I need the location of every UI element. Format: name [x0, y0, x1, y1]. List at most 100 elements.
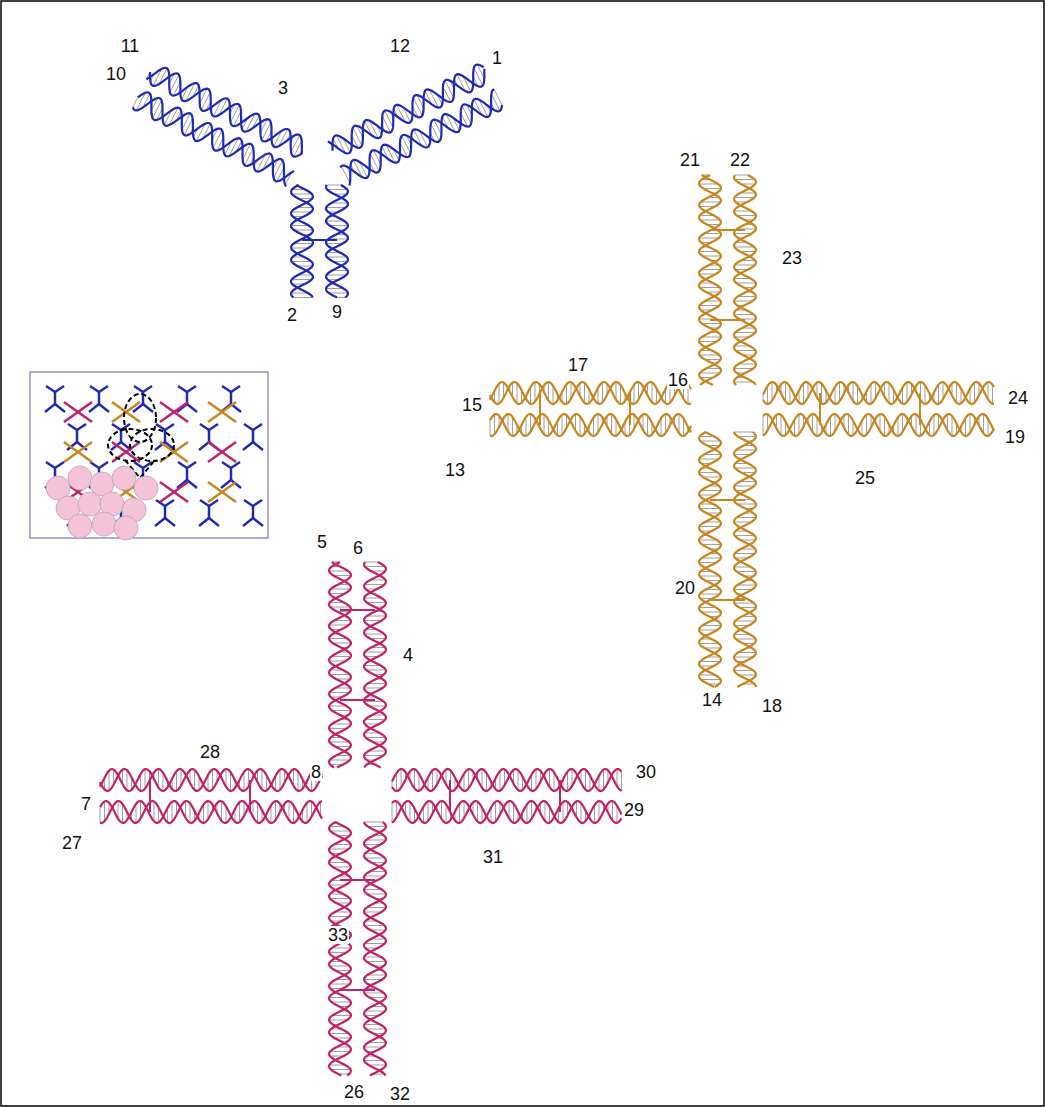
lattice-line: [208, 402, 236, 422]
lattice-line: [186, 468, 189, 480]
dna-strand: [329, 562, 351, 768]
lattice-line: [253, 442, 263, 450]
lattice-line: [208, 442, 236, 462]
callout-number: 2: [286, 306, 298, 324]
lattice-line: [164, 430, 167, 442]
crossover: [149, 780, 151, 812]
lattice-line: [156, 424, 165, 430]
dna-strand: [138, 92, 294, 181]
dna-strand: [699, 175, 721, 385]
lattice-line: [252, 506, 255, 518]
lattice-line: [222, 462, 231, 468]
callout-number: 31: [482, 848, 504, 866]
callout-number: 4: [402, 646, 414, 664]
callout-number: 32: [389, 1085, 411, 1103]
lattice-line: [64, 442, 92, 462]
callout-number: 21: [679, 151, 701, 169]
lattice-line: [209, 518, 219, 526]
crossover: [629, 393, 631, 425]
packing-circle: [114, 516, 138, 540]
crossover: [249, 780, 251, 812]
lattice-line: [77, 424, 86, 430]
lattice-line: [253, 518, 263, 526]
dna-strand: [364, 562, 386, 768]
callout-number: 23: [781, 249, 803, 267]
lattice-line: [165, 518, 175, 526]
callout-number: 26: [343, 1083, 365, 1101]
dna-strand: [763, 382, 994, 404]
crossover: [539, 393, 541, 425]
lattice-line: [46, 386, 55, 392]
crossover: [819, 393, 821, 425]
callout-number: 18: [761, 697, 783, 715]
lattice-line: [112, 442, 140, 462]
callout-number: 22: [729, 151, 751, 169]
packing-circle: [68, 466, 92, 490]
callout-number: 16: [667, 371, 689, 389]
dna-strand: [329, 822, 351, 1076]
crossover: [302, 239, 337, 241]
crossover: [340, 879, 375, 881]
crossover: [710, 229, 745, 231]
inset-frame: [30, 372, 268, 538]
callout-number: 9: [331, 303, 343, 321]
dna-strand: [734, 175, 756, 385]
lattice-line: [199, 442, 209, 450]
lattice-line: [244, 424, 253, 430]
lattice-line: [187, 480, 197, 488]
dna-strand: [763, 382, 994, 404]
lattice-line: [231, 386, 240, 392]
packing-circle: [68, 514, 92, 538]
dna-strand: [133, 98, 286, 186]
dna-strand: [291, 185, 313, 298]
callout-number: 14: [701, 691, 723, 709]
lattice-line: [243, 518, 253, 526]
crossover: [559, 780, 561, 812]
callout-number: 28: [199, 743, 221, 761]
dna-strand: [490, 382, 691, 404]
dna-strand: [326, 185, 348, 298]
lattice-line: [199, 518, 209, 526]
packing-circle: [78, 492, 102, 516]
lattice-inset: [45, 386, 263, 540]
callout-number: 10: [105, 65, 127, 83]
dna-strand: [100, 801, 322, 823]
lattice-line: [209, 424, 218, 430]
callout-number: 27: [61, 834, 83, 852]
dna-strand: [763, 414, 994, 436]
base-pairs: [100, 801, 321, 823]
packing-circle: [92, 512, 116, 536]
lattice-line: [187, 462, 196, 468]
lattice-line: [45, 404, 55, 412]
callout-number: 19: [1004, 428, 1026, 446]
crossover: [919, 393, 921, 425]
lattice-line: [134, 462, 143, 468]
lattice-line: [187, 386, 196, 392]
lattice-line: [90, 386, 99, 392]
lattice-line: [155, 518, 165, 526]
dna-strand: [329, 822, 351, 1076]
dna-strand: [392, 801, 622, 823]
dna-strand: [699, 432, 721, 687]
lattice-line: [64, 402, 92, 422]
callout-number: 17: [567, 356, 589, 374]
crossover: [340, 699, 375, 701]
callout-number: 5: [316, 533, 328, 551]
callout-number: 8: [310, 763, 322, 781]
lattice-line: [112, 442, 140, 462]
lattice-line: [99, 386, 108, 392]
lattice-line: [134, 386, 143, 392]
dna-strand: [100, 769, 322, 791]
lattice-line: [76, 430, 79, 442]
dna-strand: [734, 432, 756, 687]
lattice-line: [208, 402, 236, 422]
lattice-line: [143, 404, 153, 412]
dna-strand: [392, 769, 622, 791]
lattice-line: [178, 462, 187, 468]
crossover: [340, 989, 375, 991]
lattice-line: [160, 482, 188, 502]
lattice-line: [230, 392, 233, 404]
base-pairs: [341, 89, 502, 183]
callout-number: 29: [623, 801, 645, 819]
